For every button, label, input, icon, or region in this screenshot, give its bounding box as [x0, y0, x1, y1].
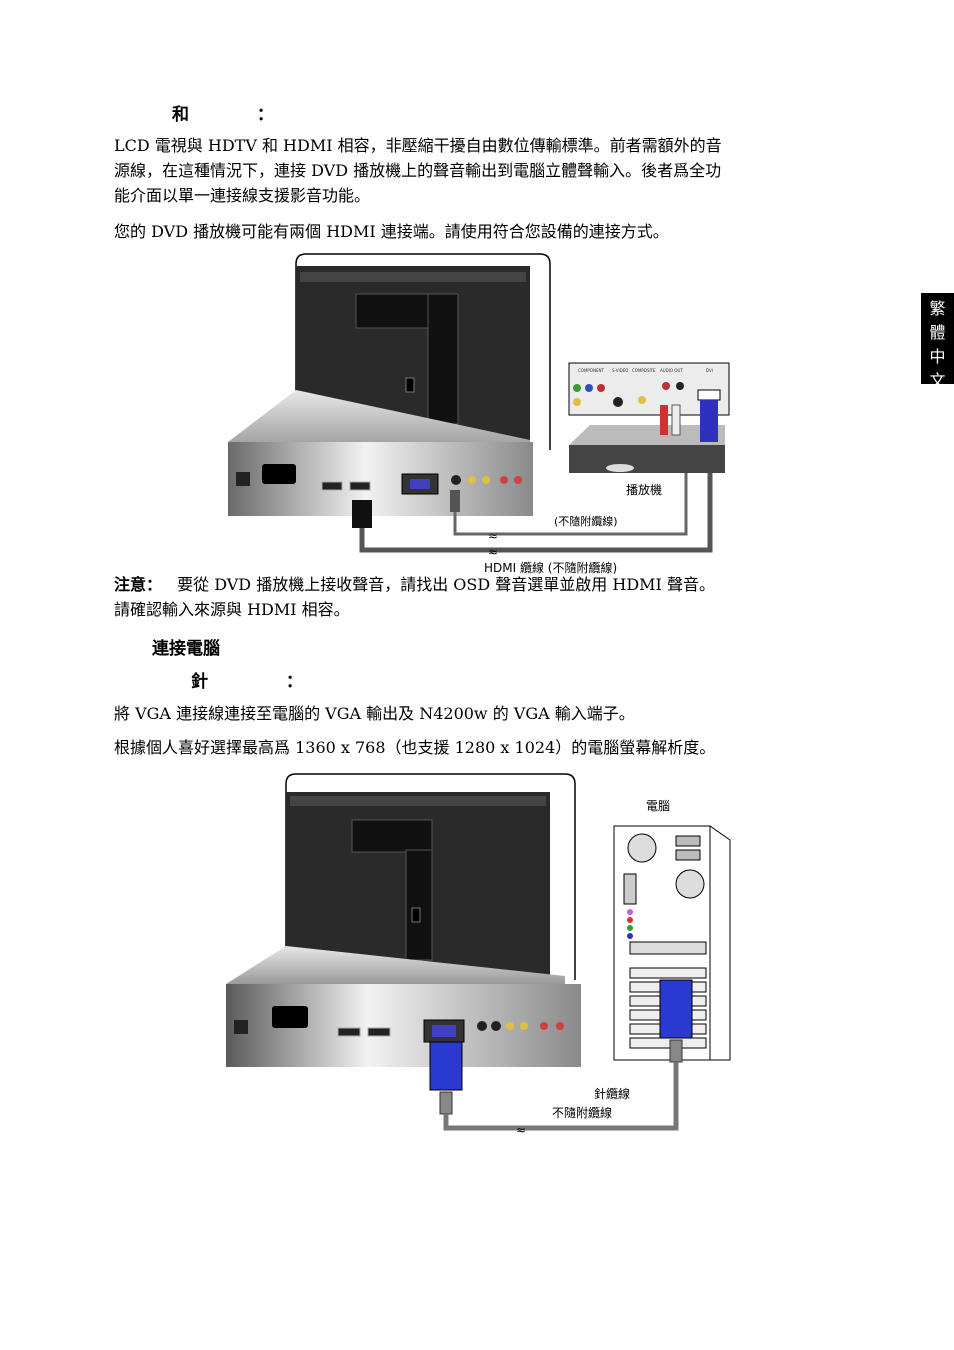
panel-label: COMPOSITE: [632, 368, 656, 373]
heading-word: 針: [191, 672, 208, 692]
paragraph-vga-connect: 將 VGA 連接線連接至電腦的 VGA 輸出及 N4200w 的 VGA 輸入端…: [114, 704, 635, 723]
audio-plug-icon: [450, 490, 460, 512]
pc-label: 電腦: [646, 798, 670, 813]
svg-text:≈: ≈: [488, 545, 498, 559]
hdmi-plug-icon: [352, 500, 372, 528]
hdmi-port-icon: [321, 481, 343, 491]
vga-plug-icon: [429, 1041, 463, 1091]
figure-tv-dvd-connection: ≈ ≈ COMPONENT S-VIDEO COMPOSITE AUDIO OU…: [228, 253, 730, 575]
vga-cable: [443, 1062, 679, 1131]
hdmi-cable-label: HDMI 纜線 (不隨附纜線): [484, 560, 617, 575]
power-socket-icon: [272, 1006, 308, 1028]
heading-word: 和: [172, 105, 189, 125]
heading-colon: ：: [285, 672, 303, 692]
tv-connector-plate-top: [226, 946, 565, 984]
av-port-icon: [514, 476, 522, 484]
note-line: 請確認輸入來源與 HDMI 相容。: [114, 600, 350, 619]
dvi-plug-icon: [700, 400, 718, 442]
paragraph-dvd-ports: 您的 DVD 播放機可能有兩個 HDMI 連接端。請使用符合您設備的連接方式。: [114, 222, 669, 241]
fan-icon: [675, 869, 705, 899]
hdmi-cable: [359, 450, 713, 553]
av-port-icon: [520, 1022, 528, 1030]
tv-connector-plate-top: [228, 390, 530, 450]
tv-outline: [295, 253, 551, 450]
av-port-icon: [540, 1022, 548, 1030]
fan-icon: [627, 833, 657, 863]
power-socket-icon: [262, 464, 296, 484]
language-tab: 繁 體 中 文: [921, 293, 954, 390]
paragraph-resolution: 根據個人喜好選擇最高爲 1360 x 768（也支援 1280 x 1024）的…: [114, 738, 716, 757]
figure-tv-pc-connection: ≈ 電腦 針纜線 不隨附纜線: [226, 773, 731, 1137]
disc-icon: [606, 464, 634, 472]
note-block: 注意： 要從 DVD 播放機上接收聲音，請找出 OSD 聲音選單並啟用 HDMI…: [114, 572, 844, 622]
subheading-vga: 針 ：: [191, 667, 303, 692]
section-heading-pc: 連接電腦: [152, 639, 220, 659]
cable-note: 不隨附纜線: [552, 1105, 612, 1120]
panel-label: AUDIO OUT: [660, 368, 683, 373]
section-heading-hdmi: 和 ：: [172, 100, 274, 125]
svg-text:≈: ≈: [516, 1123, 526, 1137]
tv-outline: [285, 773, 576, 980]
paragraph-line: 源線，在這種情況下，連接 DVD 播放機上的聲音輸出到電腦立體聲輸入。後者爲全功: [114, 161, 722, 180]
hdmi-port-icon: [367, 1027, 391, 1037]
language-tab-char: 繁: [929, 299, 946, 318]
av-port-icon: [500, 476, 508, 484]
power-switch-icon: [236, 472, 250, 486]
svideo-port-icon: [477, 1021, 487, 1031]
paragraph-line: LCD 電視與 HDTV 和 HDMI 相容，非壓縮干擾自由數位傳輸標準。前者需…: [114, 136, 722, 155]
vga-plug-icon: [659, 979, 693, 1039]
paragraph-line: 能介面以單一連接線支援影音功能。: [114, 186, 371, 205]
paragraph-hdtv: LCD 電視與 HDTV 和 HDMI 相容，非壓縮干擾自由數位傳輸標準。前者需…: [114, 133, 844, 208]
language-tab-char: 文: [929, 371, 946, 390]
note-line: 要從 DVD 播放機上接收聲音，請找出 OSD 聲音選單並啟用 HDMI 聲音。: [177, 575, 715, 594]
cable-note: (不隨附纜線): [554, 514, 618, 528]
audio-plug-icon: [660, 405, 668, 435]
av-port-icon: [556, 1022, 564, 1030]
panel-label: COMPONENT: [578, 368, 604, 373]
vga-cable-label: 針纜線: [594, 1086, 630, 1101]
audio-cable: [453, 430, 688, 536]
hdmi-port-icon: [349, 481, 371, 491]
av-port-icon: [468, 476, 476, 484]
hdmi-port-icon: [337, 1027, 361, 1037]
heading-colon: ：: [256, 105, 274, 125]
note-label: 注意：: [114, 575, 163, 594]
language-tab-char: 中: [929, 347, 946, 366]
panel-label: DVI: [706, 368, 713, 373]
language-tab-char: 體: [929, 323, 946, 342]
av-port-icon: [506, 1022, 514, 1030]
svideo-port-icon: [451, 475, 461, 485]
dvd-player-body: [569, 445, 725, 473]
dvd-player-label: 播放機: [626, 482, 662, 497]
power-switch-icon: [234, 1020, 248, 1034]
panel-label: S-VIDEO: [612, 368, 628, 373]
av-port-icon: [482, 476, 490, 484]
svg-text:≈: ≈: [488, 529, 498, 543]
